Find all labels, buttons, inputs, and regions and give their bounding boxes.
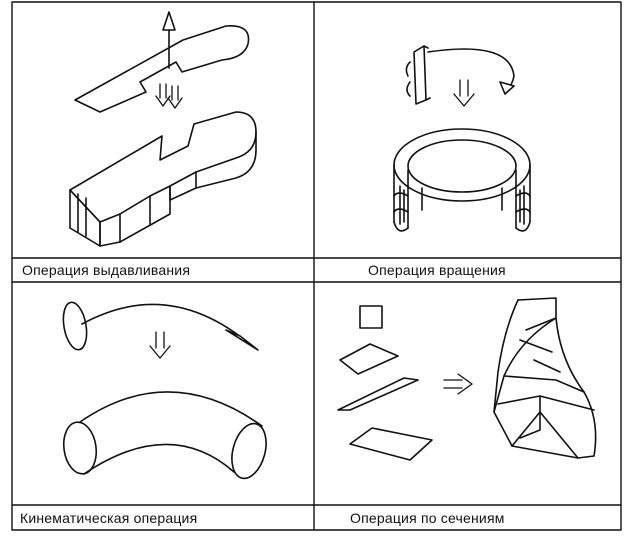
- section-rhombus-3: [349, 427, 433, 461]
- caption-kinematic: Кинематическая операция: [20, 510, 198, 526]
- section-rhombus-2: [337, 377, 419, 411]
- section-square: [359, 305, 383, 329]
- trajectory-path: [81, 303, 253, 347]
- extrude-up-arrow: [162, 11, 176, 69]
- double-down-arrow-icon: [155, 83, 183, 109]
- extruded-solid: [69, 111, 257, 247]
- kinematic-illustration: [62, 301, 267, 480]
- caption-extrusion: Операция выдавливания: [22, 262, 191, 278]
- sketch-profile: [74, 25, 250, 113]
- right-arrow-icon: [443, 373, 473, 395]
- panel-frame: [11, 1, 622, 531]
- caption-loft: Операция по сечениям: [350, 510, 505, 526]
- down-arrow-icon: [149, 331, 171, 359]
- swept-tube: [62, 391, 267, 480]
- section-rhombus-1: [339, 343, 399, 375]
- caption-rotation: Операция вращения: [368, 262, 506, 278]
- lofted-solid: [493, 297, 597, 459]
- down-arrow-icon: [453, 79, 475, 107]
- section-ellipse: [62, 301, 88, 351]
- revolved-ring: [393, 128, 531, 232]
- rotation-profile: [405, 45, 431, 105]
- rotation-illustration: [393, 45, 531, 232]
- rotation-arc-arrow: [427, 48, 515, 95]
- extrusion-illustration: [69, 11, 257, 247]
- loft-illustration: [337, 297, 597, 461]
